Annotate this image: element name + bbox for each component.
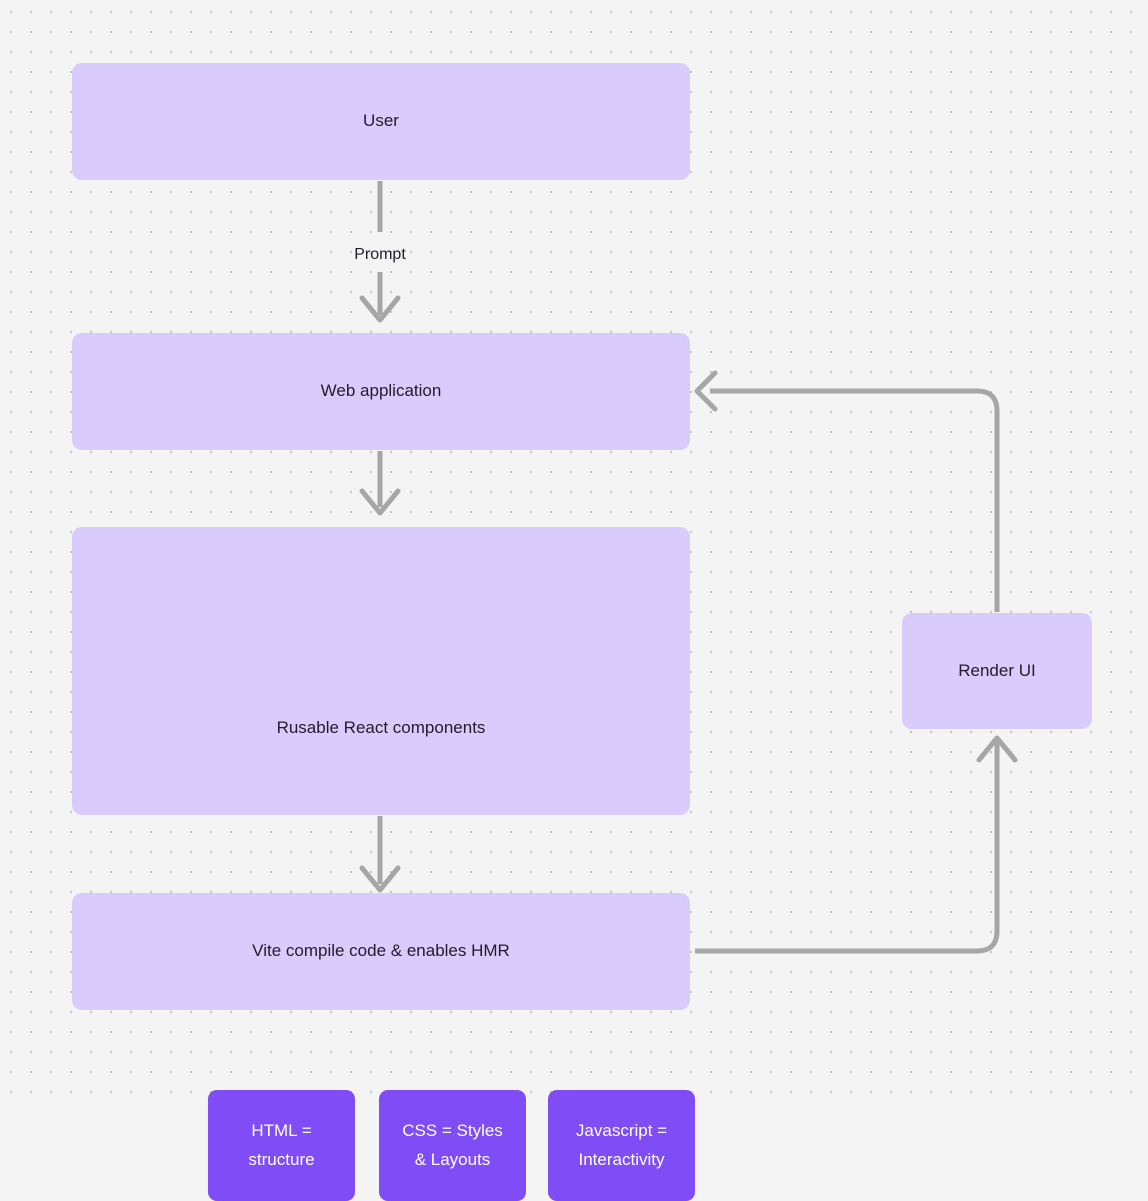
node-css[interactable]: CSS = Styles & Layouts	[379, 1090, 526, 1201]
edge-user-to-webapp-arrowhead	[359, 295, 401, 323]
node-html-label: HTML = structure	[248, 1117, 314, 1175]
edge-webapp-to-components-arrowhead	[359, 488, 401, 516]
edge-vite-to-render	[695, 742, 1000, 954]
node-css-label-line1: CSS = Styles	[402, 1120, 503, 1140]
node-javascript-label: Javascript = Interactivity	[576, 1117, 667, 1175]
node-render-ui-label: Render UI	[958, 660, 1036, 680]
node-javascript-label-line1: Javascript =	[575, 1120, 668, 1140]
edge-render-to-webapp-arrowhead	[694, 370, 718, 412]
node-css-label: CSS = Styles & Layouts	[402, 1117, 503, 1175]
node-user-label: User	[363, 111, 399, 131]
node-javascript-label-line2: Interactivity	[578, 1149, 665, 1169]
node-user[interactable]: User	[72, 63, 690, 180]
node-components-group-label: Rusable React components	[276, 718, 486, 737]
node-html-label-line1: HTML =	[251, 1120, 312, 1140]
node-vite[interactable]: Vite compile code & enables HMR	[72, 893, 690, 1010]
node-render-ui[interactable]: Render UI	[902, 613, 1092, 729]
node-web-application-label: Web application	[320, 381, 442, 401]
edge-label-prompt: Prompt	[354, 246, 406, 263]
node-components-group[interactable]: HTML = structure CSS = Styles & Layouts …	[72, 527, 695, 1201]
edge-components-to-vite-arrowhead	[359, 865, 401, 893]
edge-vite-to-render-arrowhead	[976, 735, 1018, 763]
edge-render-to-webapp	[710, 388, 1000, 612]
node-html-label-line2: structure	[248, 1149, 315, 1169]
node-html[interactable]: HTML = structure	[208, 1090, 355, 1201]
node-css-label-line2: & Layouts	[414, 1149, 491, 1169]
node-web-application[interactable]: Web application	[72, 333, 690, 450]
node-javascript[interactable]: Javascript = Interactivity	[548, 1090, 695, 1201]
node-vite-label: Vite compile code & enables HMR	[252, 941, 510, 961]
